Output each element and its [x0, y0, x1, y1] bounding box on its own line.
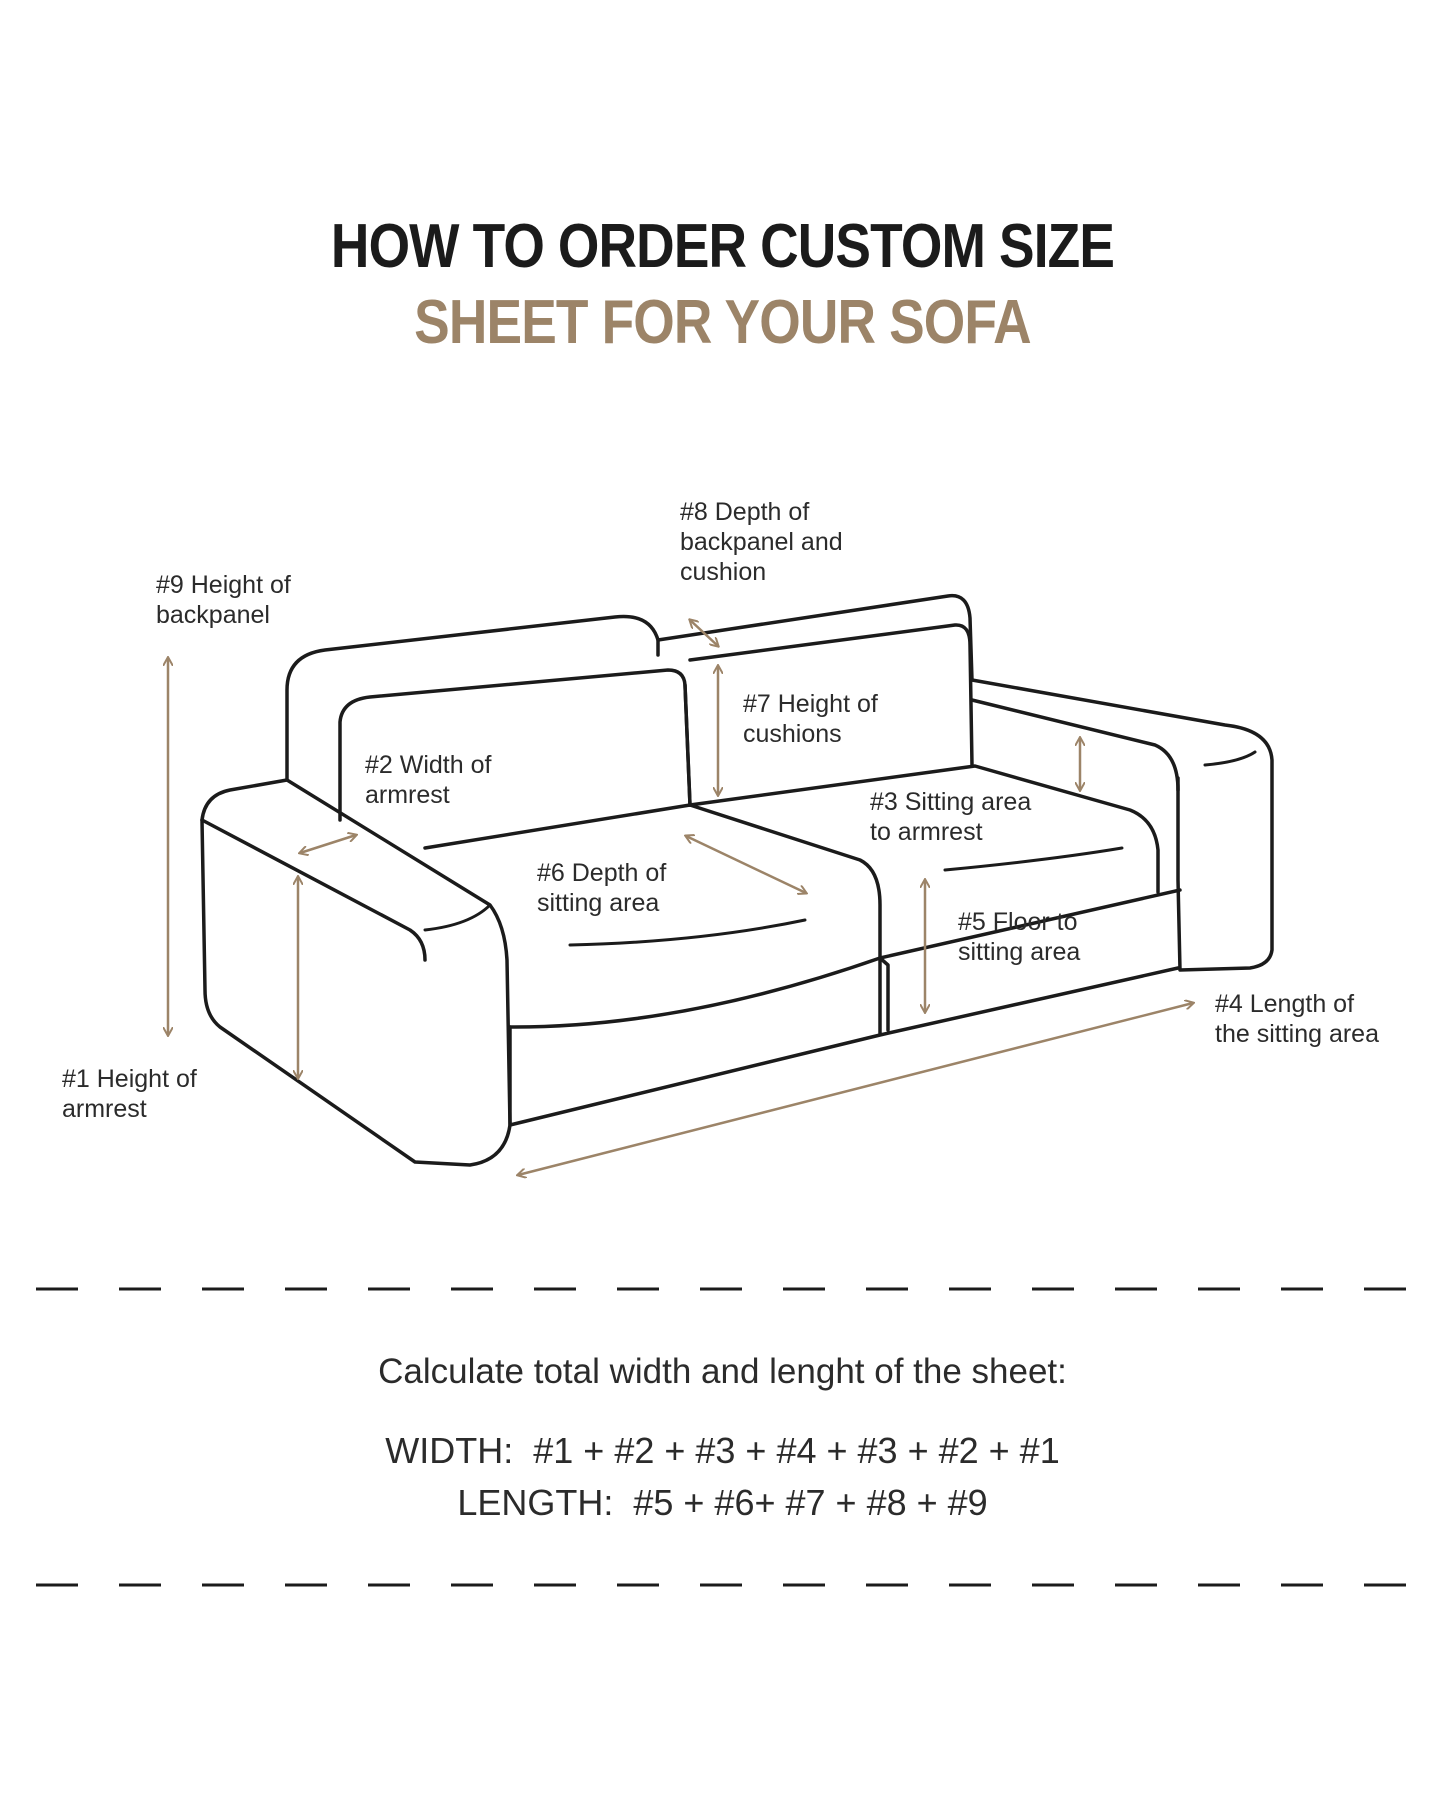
measurement-arrows: [168, 620, 1193, 1175]
label-measure-6: #6 Depth of sitting area: [537, 859, 667, 917]
base-front: [508, 956, 1180, 1127]
length-label: LENGTH:: [457, 1482, 614, 1523]
back-cushion-left: [338, 668, 692, 822]
title-line-1: HOW TO ORDER CUSTOM SIZE: [330, 212, 1115, 281]
label-measure-3: #3 Sitting area to armrest: [870, 788, 1032, 846]
seat-cushion-left: [423, 803, 882, 960]
sofa-diagram: [0, 593, 1274, 1220]
width-label: WIDTH:: [385, 1430, 514, 1471]
divider-top: [36, 1287, 1420, 1291]
width-formula-row: WIDTH: #1 + #2 + #3 + #4 + #3 + #2 + #1: [0, 1430, 1445, 1472]
right-arm: [970, 678, 1274, 972]
label-measure-7: #7 Height of cushions: [743, 690, 878, 748]
right-arm-crease: [1203, 750, 1257, 767]
label-measure-8: #8 Depth of backpanel and cushion: [680, 498, 843, 586]
title-line-2: SHEET FOR YOUR SOFA: [414, 288, 1032, 357]
back-cushion-right: [683, 623, 974, 807]
arrow-6-depth-sitting: [686, 836, 806, 893]
left-arm-crease: [423, 903, 492, 932]
label-measure-5: #5 Floor to sitting area: [958, 908, 1081, 966]
width-formula: #1 + #2 + #3 + #4 + #3 + #2 + #1: [533, 1430, 1060, 1471]
left-arm: [200, 778, 512, 1167]
arrow-2-width-armrest: [300, 835, 356, 853]
calculation-heading: Calculate total width and lenght of the …: [378, 1352, 1067, 1391]
seat-right-crease: [943, 846, 1124, 872]
seat-cushion-right: [688, 764, 1160, 894]
back-panel: [285, 593, 974, 782]
divider-bottom: [36, 1583, 1420, 1587]
length-formula: #5 + #6+ #7 + #8 + #9: [633, 1482, 988, 1523]
right-arm-inner: [970, 698, 1180, 792]
label-measure-1: #1 Height of armrest: [62, 1065, 197, 1123]
sofa-outline: [200, 593, 1274, 1167]
arrow-8-depth-backpanel: [690, 620, 718, 646]
label-measure-4: #4 Length of the sitting area: [1215, 990, 1379, 1048]
length-formula-row: LENGTH: #5 + #6+ #7 + #8 + #9: [0, 1482, 1445, 1524]
label-measure-9: #9 Height of backpanel: [156, 571, 291, 629]
label-measure-2: #2 Width of armrest: [365, 751, 492, 809]
seat-left-crease: [568, 918, 807, 947]
left-arm-top: [200, 818, 427, 962]
arrow-4-length-sitting: [518, 1003, 1193, 1175]
